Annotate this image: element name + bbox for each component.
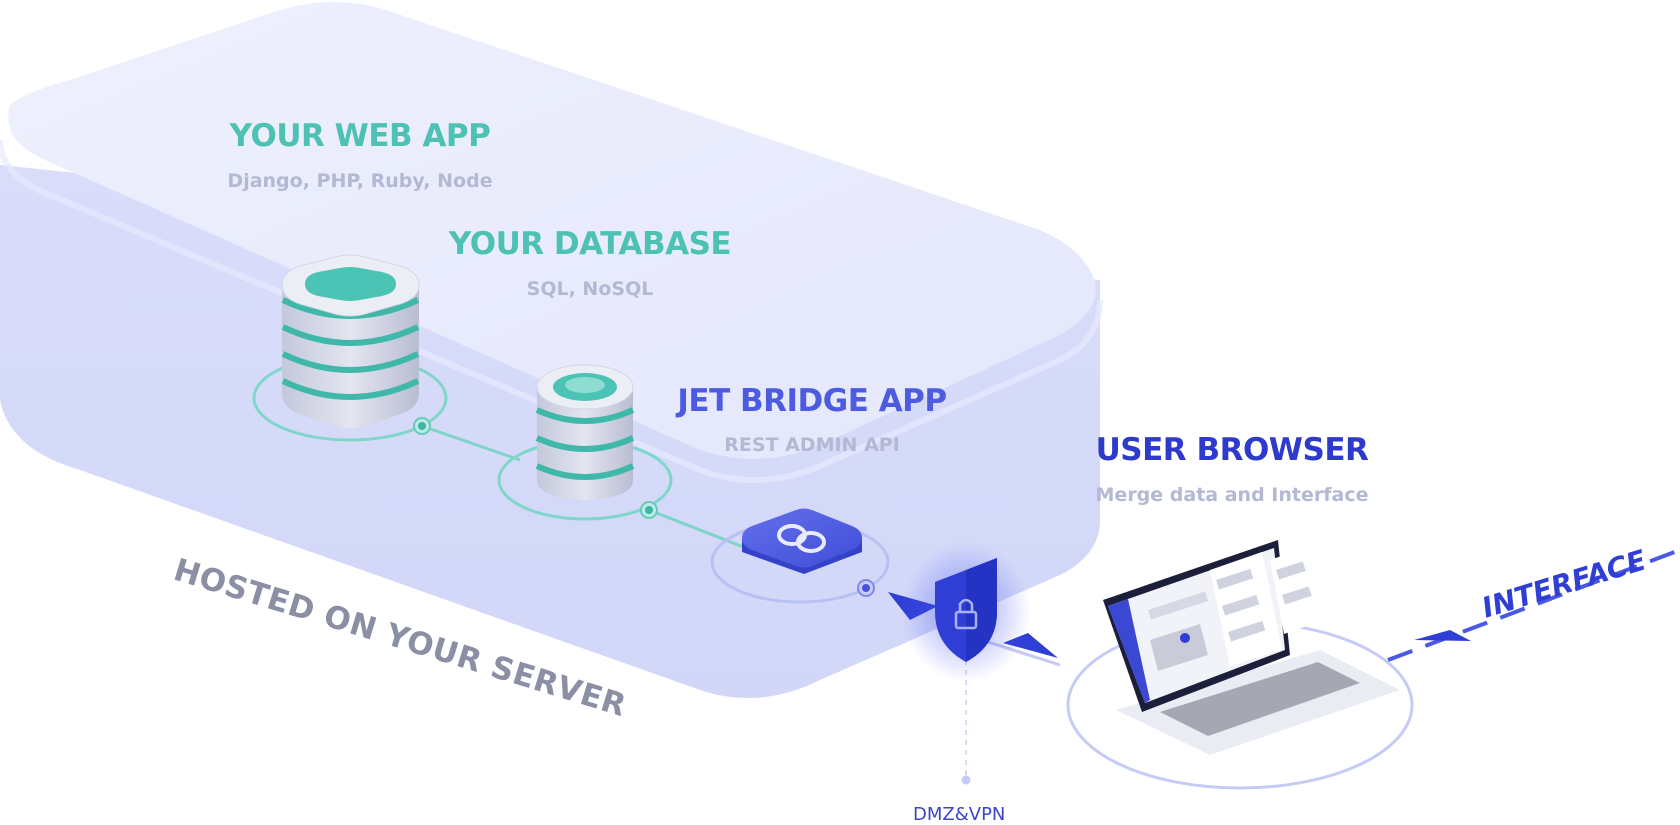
database-cylinder-icon	[535, 364, 635, 500]
jet-bridge-title: JET BRIDGE APP	[677, 383, 947, 419]
web-app-title: YOUR WEB APP	[229, 118, 491, 154]
database-subtitle: SQL, NoSQL	[526, 278, 654, 300]
server-stack-icon	[281, 254, 420, 429]
link-chain-icon	[742, 508, 862, 574]
web-app-subtitle: Django, PHP, Ruby, Node	[227, 170, 493, 192]
user-browser-title: USER BROWSER	[1095, 432, 1369, 468]
database-title: YOUR DATABASE	[448, 226, 732, 262]
shield-lock-icon	[901, 542, 1031, 682]
jet-bridge-subtitle: REST ADMIN API	[724, 434, 900, 456]
user-browser-subtitle: Merge data and Interface	[1095, 484, 1369, 506]
dmz-vpn-label: DMZ&VPN	[913, 804, 1006, 825]
laptop-icon	[1066, 540, 1414, 790]
